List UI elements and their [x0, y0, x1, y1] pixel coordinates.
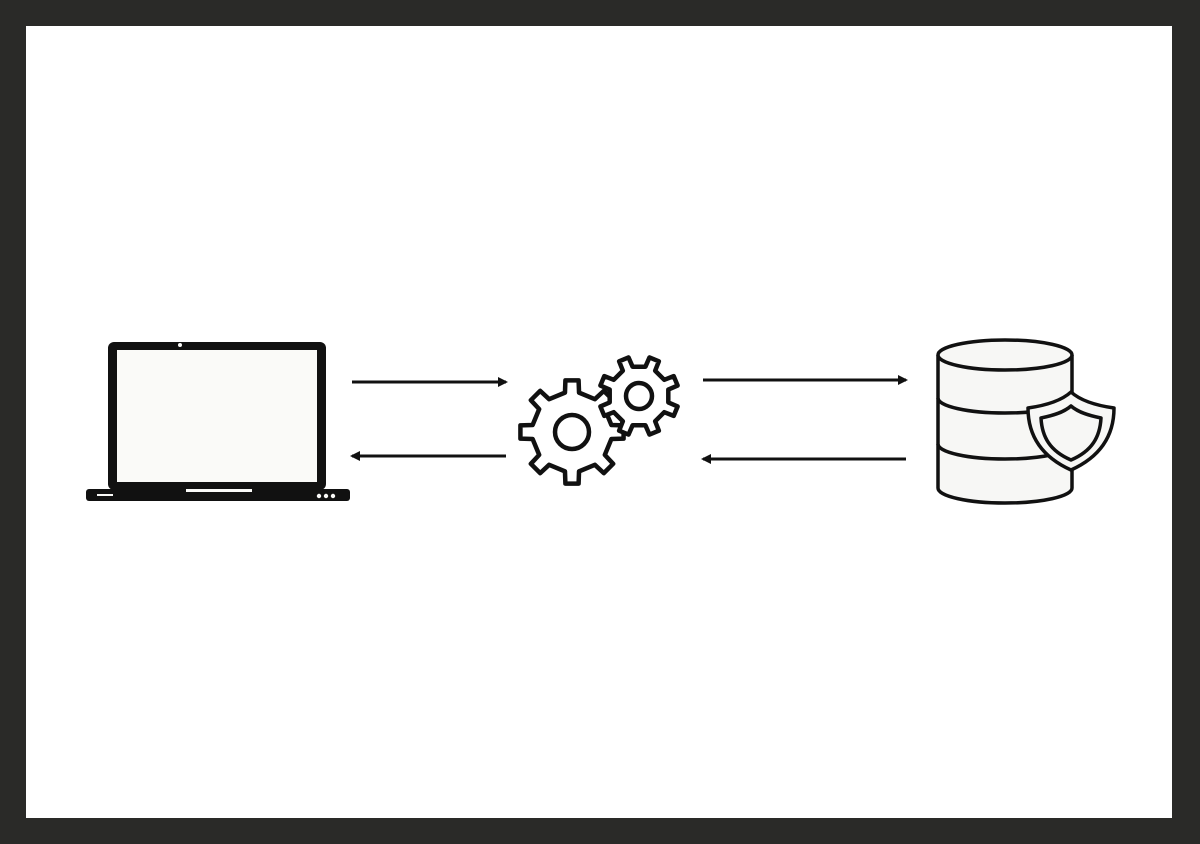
gears-icon — [518, 355, 680, 486]
database-top — [936, 338, 1074, 372]
gear-hub — [552, 412, 592, 452]
shield-icon — [1026, 390, 1116, 472]
database-body — [936, 355, 1074, 505]
laptop-icon — [86, 342, 350, 501]
secure-database-icon — [936, 338, 1116, 505]
gear-hub — [623, 380, 655, 412]
